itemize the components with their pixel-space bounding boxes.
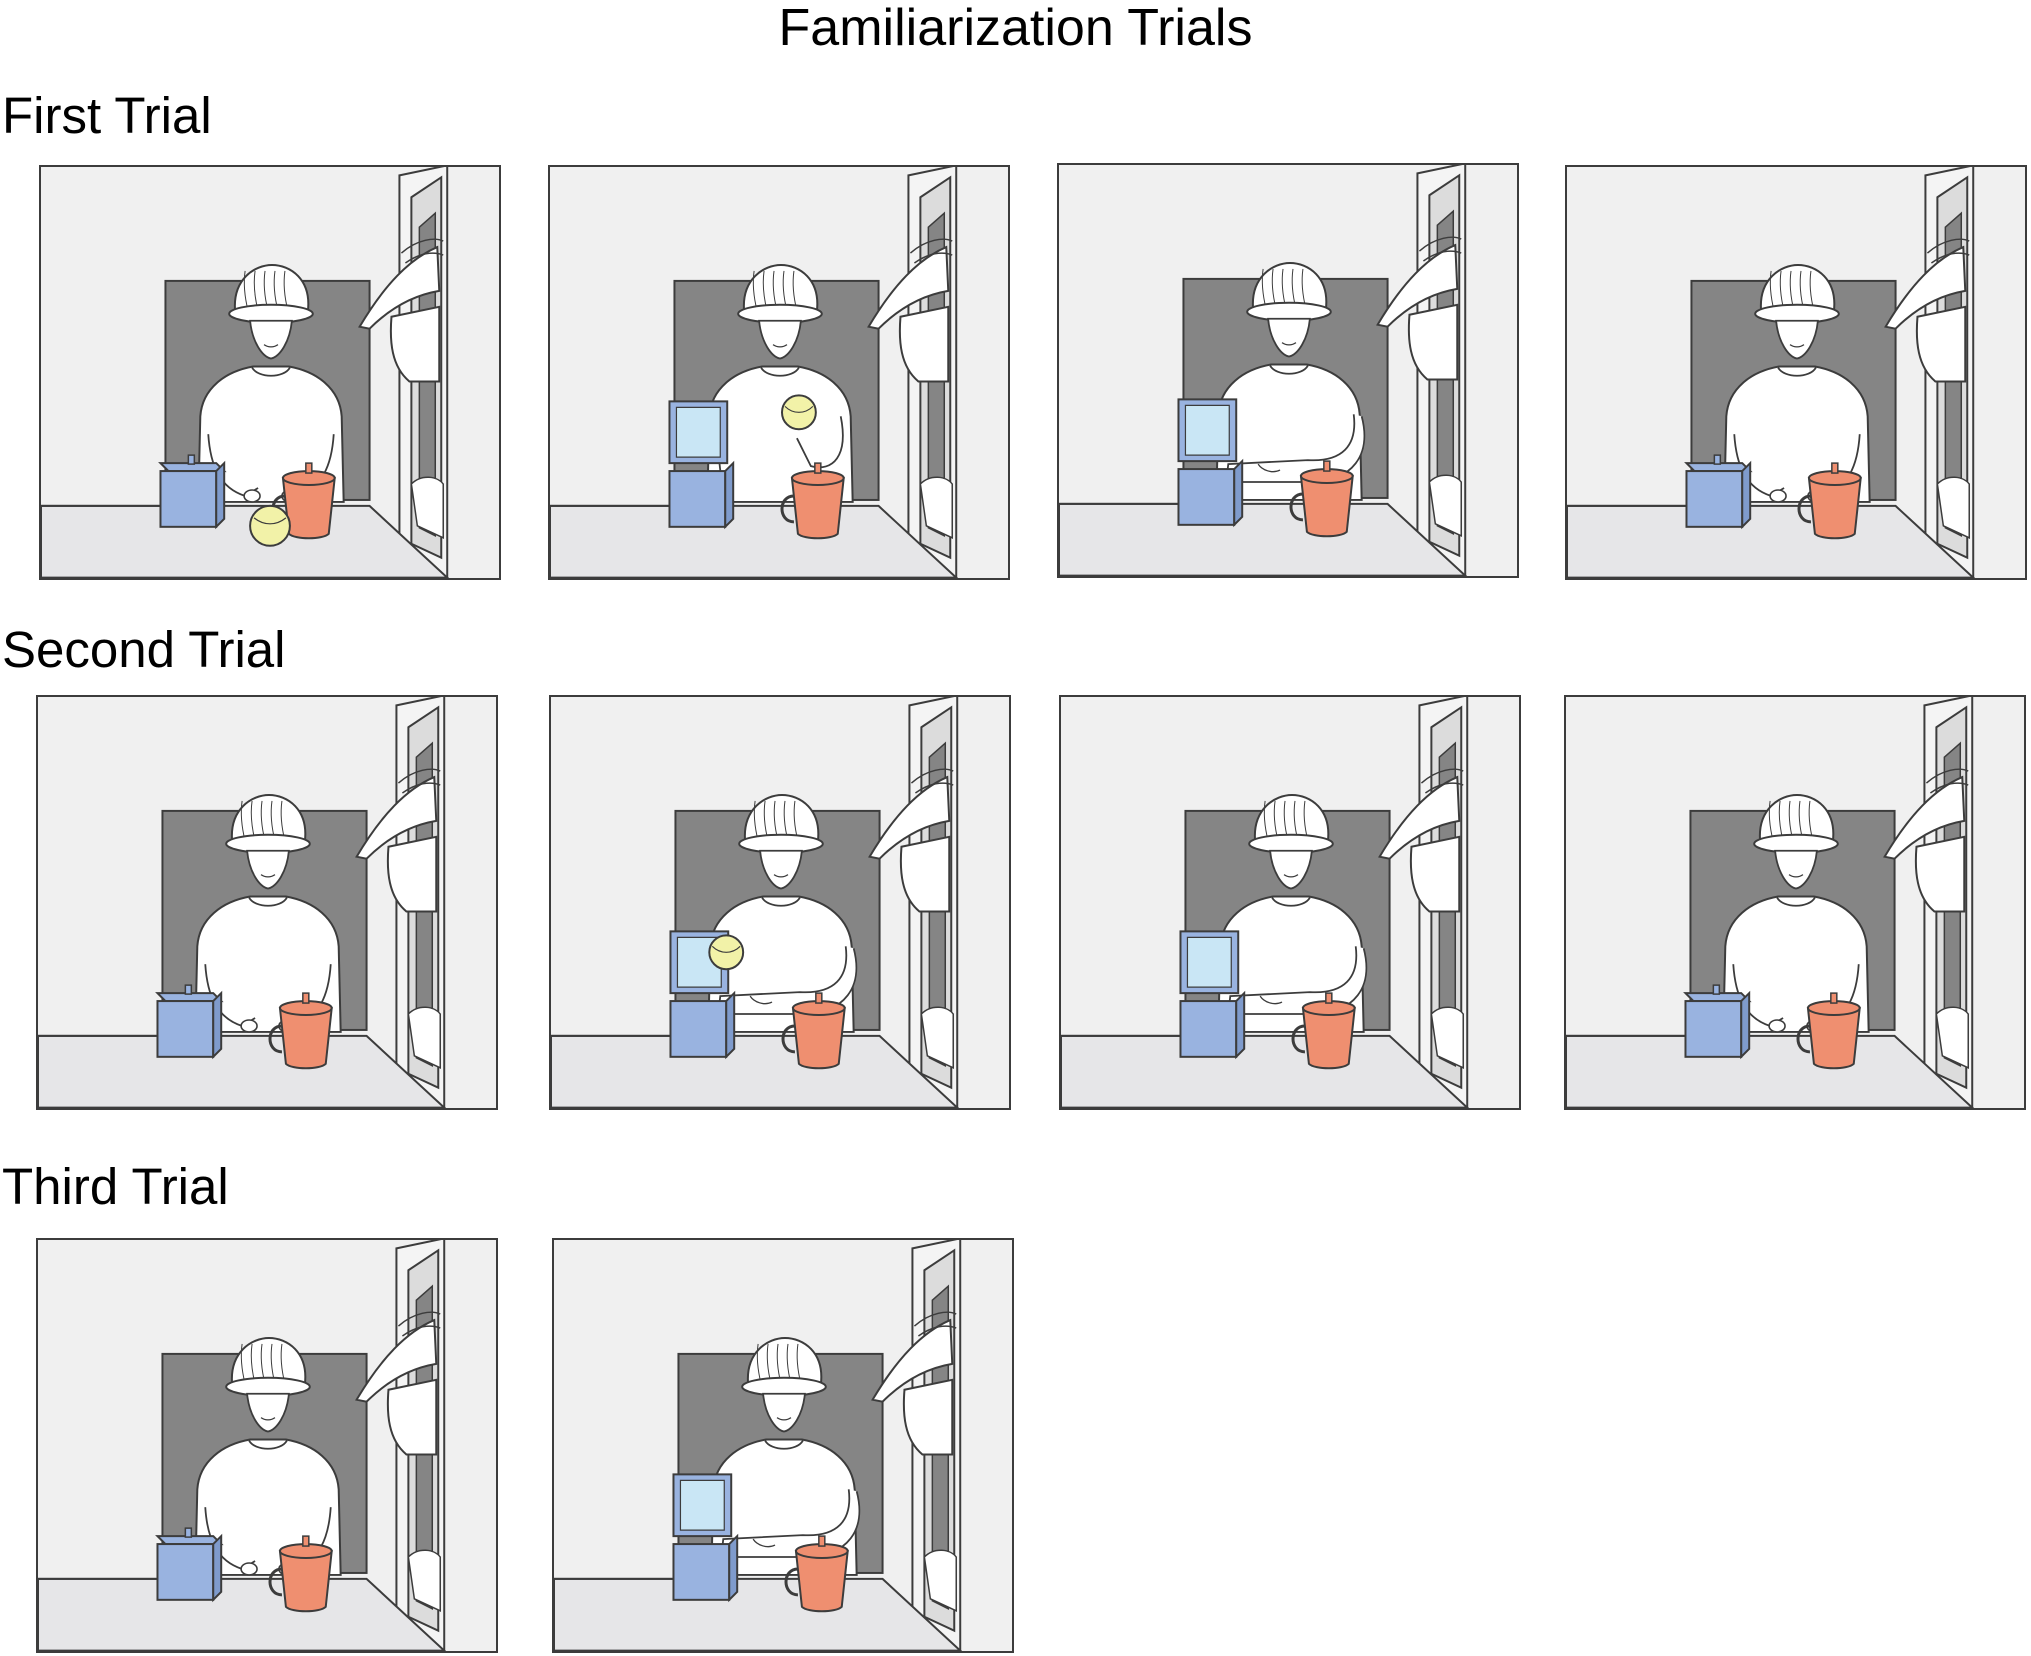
- orange-mug: [781, 992, 846, 1070]
- blue-box: [158, 454, 227, 530]
- orange-mug: [784, 1535, 849, 1613]
- cloth-on-door: [1935, 1006, 1969, 1069]
- orange-mug: [1289, 460, 1354, 538]
- observer-at-door: [358, 238, 444, 383]
- observer-at-door: [355, 768, 441, 913]
- table: [38, 1034, 447, 1108]
- orange-mug: [1796, 992, 1861, 1070]
- table: [1059, 502, 1468, 576]
- blue-box: [1684, 454, 1753, 530]
- table: [554, 1577, 963, 1651]
- table: [1061, 1034, 1470, 1108]
- observer-at-door: [1378, 768, 1464, 913]
- cloth-on-door: [1430, 1006, 1464, 1069]
- observer-at-door: [868, 768, 954, 913]
- blue-box: [155, 984, 224, 1060]
- actor: [710, 1336, 861, 1576]
- observer-at-door: [1883, 768, 1969, 913]
- table: [550, 504, 959, 578]
- cloth-on-door: [1428, 474, 1462, 537]
- cloth-on-door: [407, 1549, 441, 1612]
- blue-box: [1683, 984, 1752, 1060]
- trial-2-frame-3: [1059, 695, 1521, 1110]
- table: [38, 1577, 447, 1651]
- observer-at-door: [867, 238, 953, 383]
- cloth-on-door: [923, 1549, 957, 1612]
- trial-label-second: Second Trial: [2, 621, 286, 678]
- cloth-on-door: [410, 476, 444, 539]
- orange-mug: [268, 1535, 333, 1613]
- page-title: Familiarization Trials: [778, 0, 1253, 57]
- observer-at-door: [871, 1311, 957, 1456]
- cloth-on-door: [920, 1006, 954, 1069]
- blue-box: [672, 1473, 739, 1603]
- trial-2-frame-1: [36, 695, 498, 1110]
- trial-1-frame-1: [39, 165, 501, 580]
- blue-box: [1179, 930, 1246, 1060]
- table: [1567, 504, 1976, 578]
- trial-1-frame-4: [1565, 165, 2027, 580]
- trial-1-frame-2: [548, 165, 1010, 580]
- trial-3-frame-2: [552, 1238, 1014, 1653]
- trial-label-third: Third Trial: [2, 1158, 229, 1215]
- trial-2-frame-2: [549, 695, 1011, 1110]
- table: [551, 1034, 960, 1108]
- orange-mug: [1291, 992, 1356, 1070]
- orange-mug: [268, 992, 333, 1070]
- observer-at-door: [1376, 236, 1462, 381]
- table: [1566, 1034, 1975, 1108]
- cloth-on-door: [1936, 476, 1970, 539]
- blue-box: [1177, 398, 1244, 528]
- observer-at-door: [355, 1311, 441, 1456]
- table: [41, 504, 450, 578]
- blue-box: [155, 1527, 224, 1603]
- observer-at-door: [1884, 238, 1970, 383]
- trial-1-frame-3: [1057, 163, 1519, 578]
- orange-mug: [780, 462, 845, 540]
- orange-mug: [271, 462, 336, 540]
- trial-3-frame-1: [36, 1238, 498, 1653]
- trial-2-frame-4: [1564, 695, 2026, 1110]
- tennis-ball: [249, 504, 291, 547]
- cloth-on-door: [407, 1006, 441, 1069]
- cloth-on-door: [919, 476, 953, 539]
- trial-label-first: First Trial: [2, 87, 212, 144]
- blue-box: [668, 400, 735, 530]
- orange-mug: [1797, 462, 1862, 540]
